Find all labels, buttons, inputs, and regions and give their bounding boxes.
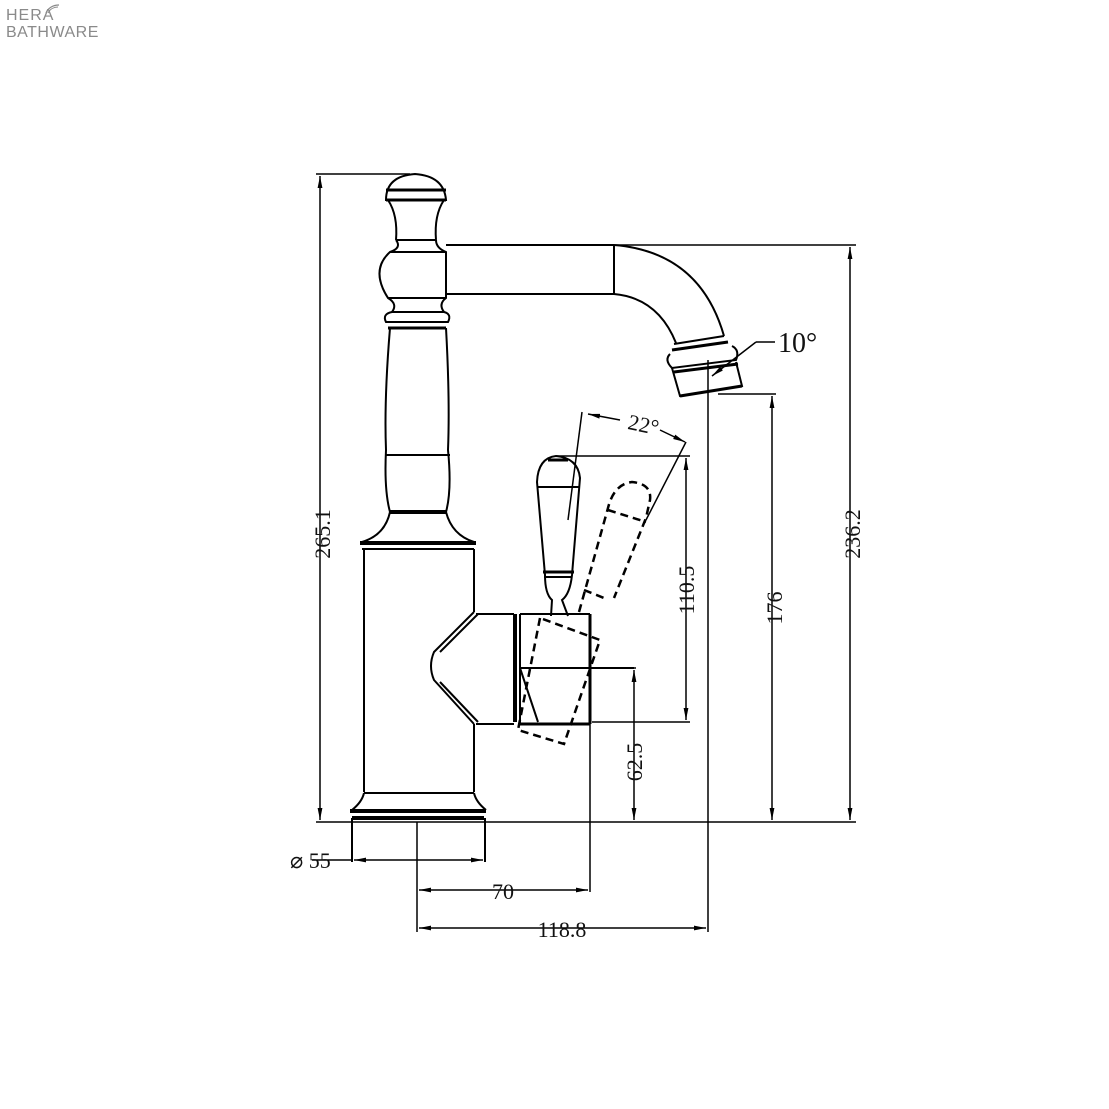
dim-swing-angle: 22° xyxy=(626,409,661,440)
dim-handle-projection: 70 xyxy=(492,879,514,904)
tap-body xyxy=(350,172,744,932)
dim-outlet-height: 176 xyxy=(762,592,787,625)
dimension-labels: 265.1 236.2 176 110.5 62.5 ⌀ 55 70 118.8… xyxy=(290,328,865,942)
dim-handle-centre: 62.5 xyxy=(622,743,647,782)
logo-line-2: BATHWARE xyxy=(6,24,99,41)
leaf-icon xyxy=(45,4,60,14)
dim-spout-reach: 118.8 xyxy=(538,917,587,942)
logo-line-1: HERA xyxy=(6,7,55,24)
brand-logo: HERA BATHWARE xyxy=(6,4,116,44)
dim-aerator-angle: 10° xyxy=(778,328,817,359)
dim-overall-height: 265.1 xyxy=(310,509,335,559)
handle-swing-ghost xyxy=(516,480,652,746)
dim-handle-height: 110.5 xyxy=(674,566,699,615)
dim-spout-height: 236.2 xyxy=(840,509,865,559)
dimension-lines xyxy=(312,173,856,932)
dim-base-diameter: ⌀ 55 xyxy=(290,848,331,873)
